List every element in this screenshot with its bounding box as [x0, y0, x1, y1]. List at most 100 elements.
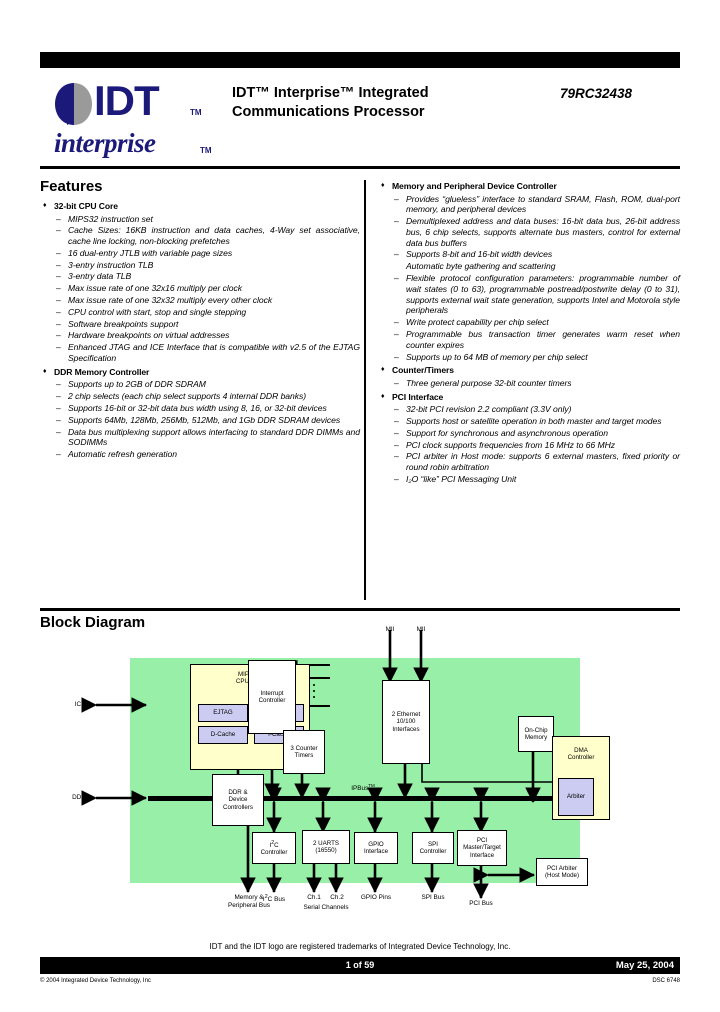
feature-item: Supports up to 2GB of DDR SDRAM — [40, 379, 360, 390]
feature-item: Supports host or satellite operation in … — [378, 416, 680, 427]
features-heading: Features — [40, 178, 103, 195]
label-ch1: Ch.1 — [307, 894, 321, 901]
block-diagram: MIPS-32CPU Core EJTAG MMU D-Cache I-Cach… — [40, 626, 680, 930]
feature-group: PCI Interface32-bit PCI revision 2.2 com… — [378, 391, 680, 485]
page-title-line1: IDT™ Interprise™ Integrated — [232, 85, 429, 101]
idt-logo-mark-icon — [55, 83, 92, 125]
feature-item: PCI arbiter in Host mode: supports 6 ext… — [378, 451, 680, 473]
block-ejtag: EJTAG — [198, 704, 248, 722]
interprise-tm-icon: TM — [200, 146, 212, 155]
feature-item: Programmable bus transaction timer gener… — [378, 329, 680, 351]
feature-group: Memory and Peripheral Device ControllerP… — [378, 180, 680, 362]
features-left-column: 32-bit CPU CoreMIPS32 instruction setCac… — [40, 198, 360, 461]
idt-wordmark: IDT — [94, 77, 160, 124]
label-ddr: DDR — [72, 794, 86, 801]
block-i-cache-label: I-Cache — [268, 731, 290, 739]
feature-item: Supports 64Mb, 128Mb, 256Mb, 512Mb, and … — [40, 415, 360, 426]
feature-item: Data bus multiplexing support allows int… — [40, 427, 360, 449]
label-mii-2: MII — [416, 626, 426, 633]
feature-item: 32-bit PCI revision 2.2 compliant (3.3V … — [378, 404, 680, 415]
feature-item: Write protect capability per chip select — [378, 317, 680, 328]
label-ch2: Ch.2 — [330, 894, 344, 901]
feature-item: 16 dual-entry JTLB with variable page si… — [40, 248, 360, 259]
block-diagram-heading: Block Diagram — [40, 614, 146, 631]
block-uarts-label: 2 UARTS(16550) — [312, 839, 340, 854]
label-memory-bus: Memory &Peripheral Bus — [228, 894, 270, 909]
feature-item: Demultiplexed address and data buses: 16… — [378, 216, 680, 248]
feature-item: I₂O “like” PCI Messaging Unit — [378, 474, 680, 485]
interprise-wordmark: interprise — [54, 128, 156, 158]
label-ice: ICE — [74, 701, 86, 708]
block-diagram-divider — [40, 608, 680, 611]
block-uarts: 2 UARTS(16550) — [302, 830, 350, 864]
trademark-notice: IDT and the IDT logo are registered trad… — [209, 942, 511, 951]
feature-item: 3-entry instruction TLB — [40, 260, 360, 271]
label-mii-1: MII — [385, 626, 395, 633]
feature-item: Support for synchronous and asynchronous… — [378, 428, 680, 439]
footer-bar — [40, 957, 680, 974]
label-ipbus: IPBusTM — [340, 782, 386, 793]
feature-group: DDR Memory ControllerSupports up to 2GB … — [40, 366, 360, 460]
feature-item: 2 chip selects (each chip select support… — [40, 391, 360, 402]
idt-tm-icon: TM — [190, 108, 202, 117]
feature-item: Automatic refresh generation — [40, 449, 360, 460]
page-number: 1 of 59 — [345, 960, 375, 970]
feature-item: Three general purpose 32-bit counter tim… — [378, 378, 680, 389]
feature-group-heading: Counter/Timers — [378, 364, 680, 377]
part-number: 79RC32438 — [560, 86, 633, 101]
block-arbiter-label: Arbiter — [566, 793, 586, 801]
feature-item: Supports 8-bit and 16-bit width devices — [378, 249, 680, 260]
header: IDT TM interprise TM IDT™ Interprise™ In… — [40, 74, 680, 160]
label-ipbus-tm-icon: TM — [368, 783, 375, 788]
copyright-notice: © 2004 Integrated Device Technology, Inc — [40, 978, 151, 984]
feature-item: Supports 16-bit or 32-bit data bus width… — [40, 403, 360, 414]
feature-group-heading: PCI Interface — [378, 391, 680, 404]
feature-item: Automatic byte gathering and scattering — [406, 261, 556, 272]
label-pci-bus: PCI Bus — [469, 900, 493, 907]
features-right-column: Memory and Peripheral Device ControllerP… — [378, 178, 680, 486]
feature-group: 32-bit CPU CoreMIPS32 instruction setCac… — [40, 200, 360, 364]
label-spi-bus: SPI Bus — [421, 894, 445, 901]
column-divider — [364, 180, 366, 600]
page-title-line2: Communications Processor — [232, 104, 425, 120]
block-arbiter: Arbiter — [558, 778, 594, 816]
feature-item: Hardware breakpoints on virtual addresse… — [40, 330, 360, 341]
document-date: May 25, 2004 — [615, 960, 674, 971]
block-ejtag-label: EJTAG — [213, 709, 233, 717]
feature-item: Flexible protocol configuration paramete… — [378, 273, 680, 316]
feature-item: 3-entry data TLB — [40, 271, 360, 282]
feature-item: Enhanced JTAG and ICE Interface that is … — [40, 342, 360, 364]
feature-group-heading: Memory and Peripheral Device Controller — [378, 180, 680, 193]
feature-group-heading: DDR Memory Controller — [40, 366, 360, 379]
feature-item: Max issue rate of one 32x32 multiply eve… — [40, 295, 360, 306]
feature-item: PCI clock supports frequencies from 16 M… — [378, 440, 680, 451]
feature-item: CPU control with start, stop and single … — [40, 307, 360, 318]
feature-item: Software breakpoints support — [40, 319, 360, 330]
block-d-cache: D-Cache — [198, 726, 248, 744]
block-pci-arbiter: PCI Arbiter(Host Mode) — [536, 858, 588, 886]
block-pci-arbiter-label: PCI Arbiter(Host Mode) — [544, 864, 580, 879]
block-d-cache-label: D-Cache — [210, 731, 236, 739]
label-gpio-pins: GPIO Pins — [360, 894, 392, 901]
label-ipbus-text: IPBus — [351, 785, 369, 793]
page-title: IDT™ Interprise™ Integrated Communicatio… — [232, 84, 532, 122]
